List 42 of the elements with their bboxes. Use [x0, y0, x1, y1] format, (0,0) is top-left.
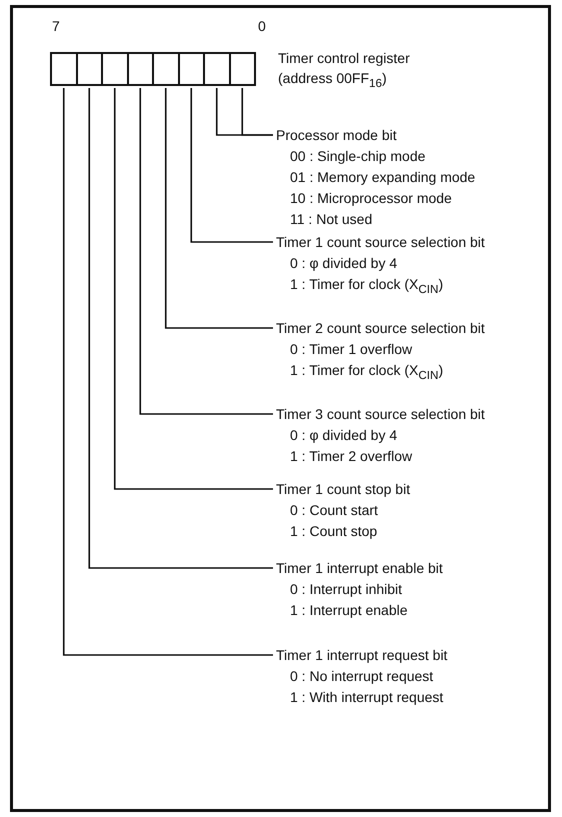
leader-line: [164, 88, 273, 329]
bit-cell: [76, 52, 103, 86]
bit-option: 1 : Count stop: [276, 521, 410, 542]
bit-number: 0: [258, 18, 266, 34]
leader-line: [62, 88, 273, 656]
bit-cell: [126, 52, 154, 86]
bit-option: 00 : Single-chip mode: [276, 146, 476, 167]
bit-option: 1 : Timer 2 overflow: [276, 446, 485, 467]
bit-option: 1 : Interrupt enable: [276, 600, 443, 621]
bit-cell: [152, 52, 180, 86]
bit-cell: [101, 52, 128, 86]
leader-line: [241, 88, 273, 136]
bit-option: 1 : Timer for clock (X$_{CIN}$): [276, 274, 485, 300]
bit-option: 0 : No interrupt request: [276, 666, 448, 687]
bit-option: 10 : Microprocessor mode: [276, 188, 476, 209]
leader-line: [88, 88, 273, 569]
bit-cell: [178, 52, 205, 86]
register-title: (address 00FF$_{16}$): [278, 69, 388, 92]
bit-number: 7: [52, 18, 60, 34]
bit-cell: [203, 52, 230, 86]
bit-option: 1 : With interrupt request: [276, 687, 448, 708]
bit-option: 0 : Interrupt inhibit: [276, 579, 443, 600]
leader-line: [190, 88, 273, 243]
bit-option: 0 : φ divided by 4: [276, 425, 485, 446]
register-title: Timer control register: [278, 49, 410, 68]
bit-name: Timer 1 interrupt request bit: [276, 646, 448, 665]
bit-name: Timer 3 count source selection bit: [276, 405, 485, 424]
bit-name: Timer 1 count source selection bit: [276, 233, 485, 252]
bit-option: 11 : Not used: [276, 209, 476, 230]
bit-name: Timer 1 count stop bit: [276, 480, 410, 499]
bit-name: Timer 1 interrupt enable bit: [276, 559, 443, 578]
bit-cell: [228, 52, 256, 86]
bit-cell: [50, 52, 78, 86]
bit-option: 0 : Timer 1 overflow: [276, 339, 485, 360]
bit-option: 0 : φ divided by 4: [276, 253, 485, 274]
bit-option: 1 : Timer for clock (X$_{CIN}$): [276, 360, 485, 386]
bit-option: 0 : Count start: [276, 500, 410, 521]
bit-name: Timer 2 count source selection bit: [276, 319, 485, 338]
bit-option: 01 : Memory expanding mode: [276, 167, 476, 188]
leader-line: [139, 88, 273, 415]
bit-name: Processor mode bit: [276, 126, 398, 145]
leader-line: [114, 88, 273, 490]
